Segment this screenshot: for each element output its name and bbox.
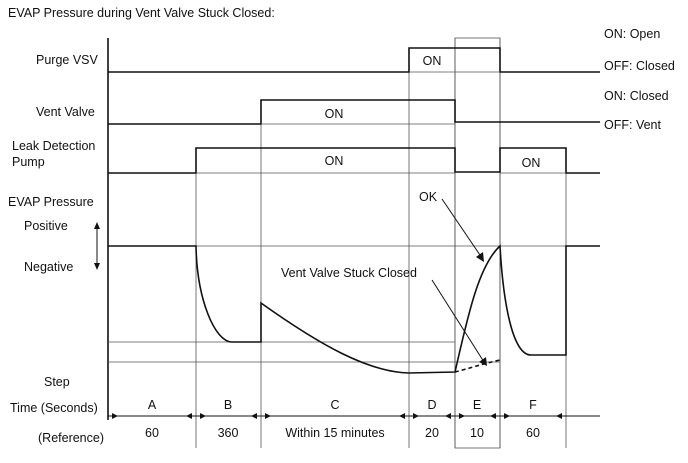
time-row-label: Time (Seconds) — [10, 401, 98, 415]
positive-negative-arrow — [94, 222, 100, 270]
pump-signal — [108, 147, 600, 174]
negative-label: Negative — [24, 260, 73, 274]
phase-e: E — [473, 398, 481, 412]
vent-valve-state-off: OFF: Vent — [604, 118, 661, 132]
vent-valve-signal — [108, 99, 600, 125]
stuck-closed-curve — [454, 359, 501, 373]
purge-vsv-on-text: ON — [423, 54, 442, 68]
time-arrows — [108, 413, 600, 419]
pump-label-line1: Leak Detection — [12, 139, 95, 153]
pump-on-text-f: ON — [522, 156, 541, 170]
phase-a: A — [148, 398, 157, 412]
purge-vsv-state-off: OFF: Closed — [604, 59, 675, 73]
phase-b: B — [224, 398, 232, 412]
vent-valve-label: Vent Valve — [36, 105, 95, 119]
positive-label: Positive — [24, 219, 68, 233]
purge-vsv-signal — [108, 47, 600, 73]
duration-f: 60 — [526, 426, 540, 440]
stuck-closed-pointer — [431, 279, 485, 363]
step-label: Step — [44, 375, 70, 389]
evap-pressure-label: EVAP Pressure — [8, 195, 94, 209]
pressure-curve — [108, 244, 600, 374]
vent-valve-state-on: ON: Closed — [604, 89, 669, 103]
phase-f: F — [529, 398, 537, 412]
vent-valve-on-text: ON — [325, 107, 344, 121]
phase-c: C — [330, 398, 339, 412]
ok-label: OK — [419, 190, 438, 204]
ok-pointer-head — [476, 252, 484, 262]
purge-vsv-state-on: ON: Open — [604, 27, 660, 41]
duration-e: 10 — [470, 426, 484, 440]
pump-label-line2: Pump — [12, 155, 45, 169]
duration-a: 60 — [145, 426, 159, 440]
phase-e-frame — [454, 37, 501, 449]
diagram-title: EVAP Pressure during Vent Valve Stuck Cl… — [8, 6, 275, 20]
ok-pointer — [441, 198, 483, 259]
duration-c: Within 15 minutes — [285, 426, 384, 440]
purge-vsv-label: Purge VSV — [36, 53, 99, 67]
stuck-closed-pointer-head — [479, 357, 487, 366]
stuck-closed-label: Vent Valve Stuck Closed — [281, 266, 417, 280]
reference-row-label: (Reference) — [38, 431, 104, 445]
duration-d: 20 — [425, 426, 439, 440]
duration-b: 360 — [218, 426, 239, 440]
pump-on-text: ON — [325, 154, 344, 168]
phase-d: D — [427, 398, 436, 412]
